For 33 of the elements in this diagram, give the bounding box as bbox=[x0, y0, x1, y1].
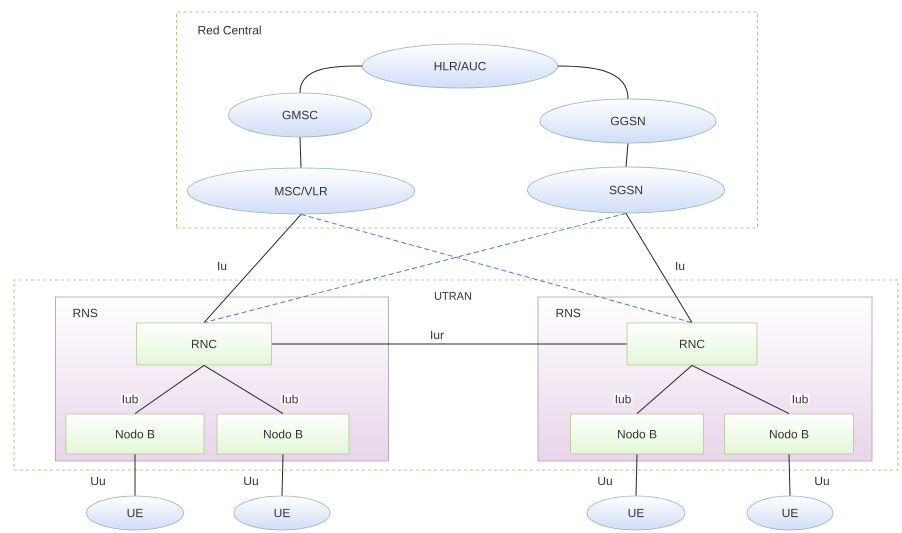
connector-line bbox=[134, 454, 136, 496]
connector-line bbox=[788, 454, 790, 496]
edge-label: Iub bbox=[614, 394, 632, 404]
process-box: Nodo B bbox=[66, 414, 204, 454]
connector-line bbox=[626, 212, 692, 324]
connector-line bbox=[557, 66, 628, 100]
connector-line bbox=[300, 136, 302, 168]
edge-label: Iub bbox=[280, 394, 300, 404]
connector-line bbox=[636, 454, 638, 496]
connector-line bbox=[626, 142, 628, 168]
edge-label: Iub bbox=[790, 394, 810, 404]
edge-label: Iur bbox=[429, 330, 445, 340]
edge-label: Uu bbox=[242, 476, 260, 486]
edge-label: Iu bbox=[216, 260, 228, 272]
edge-label: Uu bbox=[596, 476, 614, 486]
process-box: Nodo B bbox=[724, 414, 854, 454]
edge-label: Iub bbox=[120, 394, 140, 404]
connector-line bbox=[282, 454, 284, 496]
edge-label: Uu bbox=[813, 476, 831, 486]
process-box: RNC bbox=[626, 322, 758, 366]
connector-line bbox=[636, 364, 692, 414]
process-box: Nodo B bbox=[570, 414, 704, 454]
connector-line bbox=[300, 66, 363, 94]
connector-line bbox=[134, 364, 204, 414]
edge-label: Iu bbox=[674, 260, 686, 272]
connector-line bbox=[204, 364, 284, 414]
connector-line bbox=[204, 214, 302, 324]
connector-line bbox=[300, 214, 692, 324]
connector-line bbox=[692, 364, 790, 414]
edge-label: Uu bbox=[89, 476, 107, 486]
process-box: RNC bbox=[136, 322, 272, 366]
connector-line bbox=[204, 212, 626, 324]
process-box: Nodo B bbox=[216, 414, 350, 454]
